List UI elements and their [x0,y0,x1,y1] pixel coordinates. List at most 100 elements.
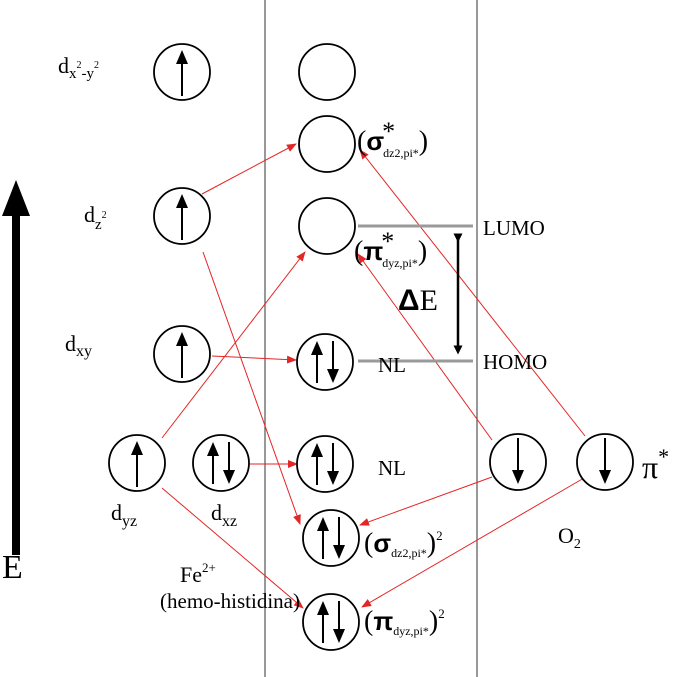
label-sub-yz: yz [122,513,137,530]
label-fe-charge: 2+ [202,560,216,575]
label-fe-symbol: Fe [180,562,202,587]
subscript: dz2,pi* [383,146,419,160]
label-sub-y: -y [82,66,95,82]
paren-close: ) [429,606,438,637]
label-dz2: dz2 [84,202,107,233]
spin-down-arrow [599,438,611,484]
arrow-dxy-to-nl [211,355,297,364]
label-nl-lower: NL [378,456,406,480]
spin-up-arrow [207,442,219,484]
orbital-dz2 [153,187,211,245]
paren-close: ) [427,528,436,559]
mo-sigma-bond [302,509,360,567]
arrow-dz2-to-sigma-bond [202,251,301,525]
label-pi-star-mo: (π*dyz,pi*) [354,227,427,270]
delta-symbol: Δ [398,284,420,317]
orbital-dxy [153,325,211,383]
arrow-dz2-to-sigma-star [201,143,297,195]
label-o: O [558,523,574,548]
label-dx2-y2: dx2-y2 [58,53,99,82]
lumo-label: LUMO [483,216,545,240]
label-sigma-star: (σ*dz2,pi*) [357,117,428,160]
mo-nl-lower [296,435,354,493]
energy-gap: ΔE LUMO HOMO [358,216,547,374]
star-symbol: * [381,227,394,256]
delta-e-letter: E [420,284,438,317]
label-sub-2: 2 [574,537,581,552]
arrow-o2b-to-sigma-star [359,149,586,437]
paren-close: ) [418,236,427,267]
arrow-o2b-to-pi-bond [361,477,585,608]
spin-down-arrow [327,341,339,383]
label-nl-homo: NL [378,353,406,377]
orbital-o2-pi-star-b [576,433,634,491]
energy-axis: E [2,180,30,586]
arrow-dyz-to-pi-bond [161,487,304,609]
label-pi: π [642,449,658,485]
label-pi-star: π* [642,444,669,485]
spin-up-arrow [311,341,323,383]
orbital-dx2-y2 [153,43,211,101]
label-fe: Fe2+ [180,560,216,587]
spin-up-arrow [176,332,188,378]
correlation-arrows [161,143,586,609]
spin-down-arrow [333,601,345,643]
label-dyz: dyz [111,500,137,530]
arrow-o2a-to-sigma-bond [359,476,493,526]
label-star: * [658,444,669,469]
label-d: d [65,331,76,356]
paren-close: ) [419,126,428,157]
superscript-2: 2 [436,528,443,543]
subscript: dyz,pi* [382,256,418,270]
mo-sigma-star [298,115,356,173]
subscript: dz2,pi* [391,546,427,560]
label-d: d [84,202,95,227]
label-d: d [211,500,222,525]
paren-open: ( [357,126,366,157]
mo-top-empty [298,43,356,101]
label-dxz: dxz [211,500,237,530]
orbital-o2-pi-star-a [489,433,547,491]
label-sub-z: z [95,217,102,233]
star-symbol: * [382,117,395,146]
label-sub-x: x [69,66,77,82]
spin-up-arrow [176,50,188,96]
label-d: d [58,53,69,78]
subscript: dyz,pi* [393,624,429,638]
spin-up-arrow [311,443,323,485]
pi-symbol: π [373,606,393,636]
delta-e-label: ΔE [398,284,438,317]
superscript-2: 2 [438,606,445,621]
spin-down-arrow [223,442,235,484]
spin-up-arrow [131,441,143,487]
spin-up-arrow [317,517,329,559]
arrow-dyz-to-pi-star [161,251,306,439]
spin-down-arrow [512,438,524,484]
label-sub-xy: xy [76,343,92,360]
arrow-o2a-to-pi-star [357,253,493,441]
label-heme: (hemo-histidina) [160,589,300,613]
label-o2: O2 [558,523,581,552]
energy-label: E [2,549,23,586]
homo-label: HOMO [483,350,547,374]
spin-up-arrow [176,194,188,240]
spin-down-arrow [327,443,339,485]
mo-nl-homo [296,333,354,391]
paren-open: ( [354,236,363,267]
sigma-symbol: σ [373,528,391,558]
spin-up-arrow [317,601,329,643]
mo-pi-star-lumo [298,197,356,255]
mo-pi-bond [302,593,360,651]
pi-symbol: π [363,236,383,266]
label-sup-2b: 2 [94,60,99,71]
label-sup-2a: 2 [77,60,82,71]
orbital-dxz [192,434,250,492]
label-d: d [111,500,122,525]
spin-down-arrow [333,517,345,559]
paren-open: ( [364,528,373,559]
sigma-symbol: σ [366,126,384,156]
label-dxy: dxy [65,331,92,360]
paren-open: ( [364,606,373,637]
label-sub-xz: xz [222,513,237,530]
